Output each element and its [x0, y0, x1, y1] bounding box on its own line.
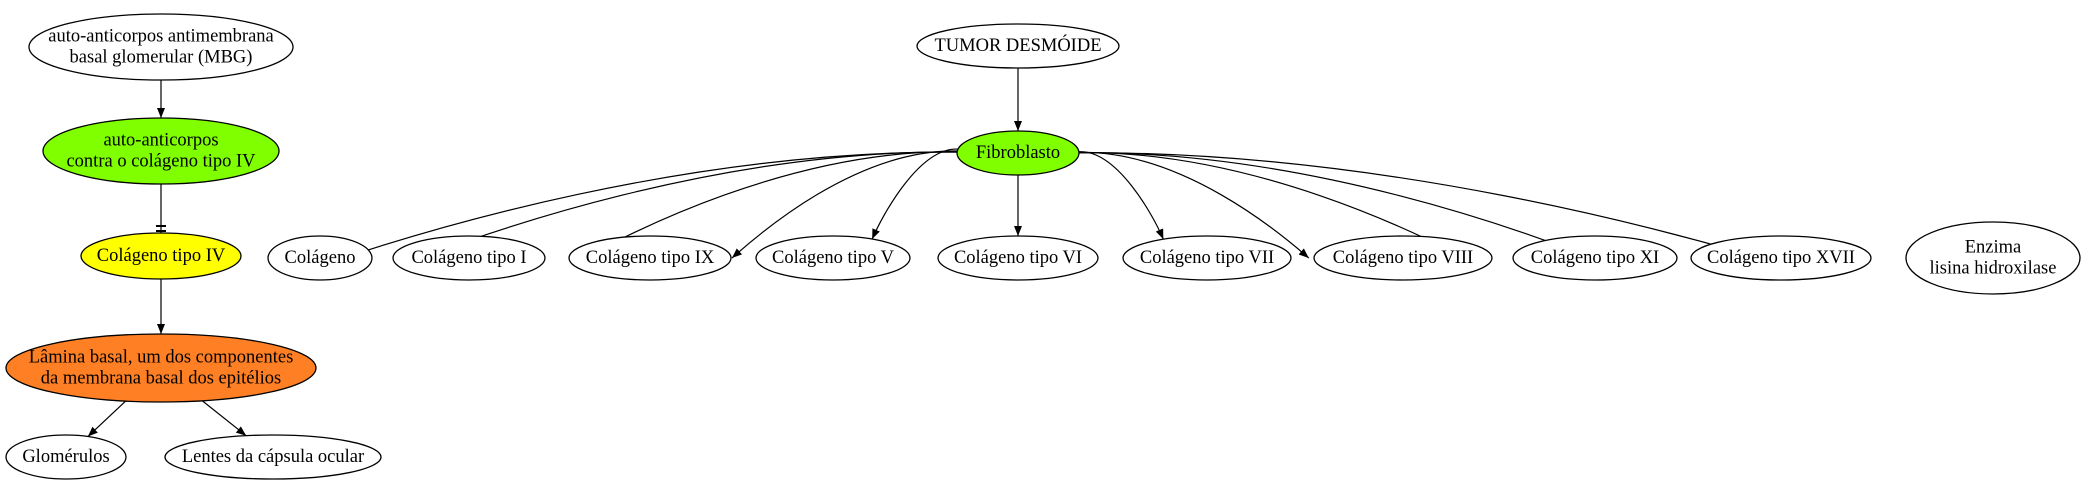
node-col7-shape — [1122, 235, 1292, 281]
node-fibroblasto-label-line-1: Fibroblasto — [976, 143, 1060, 163]
node-colageno-shape — [267, 235, 373, 281]
node-col1-label-line-1: Colágeno tipo I — [411, 248, 526, 268]
edge-fibroblasto-to-col4 — [349, 151, 958, 257]
node-col6: Colágeno tipo VI — [937, 235, 1099, 281]
node-col5: Colágeno tipo V — [755, 235, 911, 281]
node-mbg-label-line-1: auto-anticorpos antimembrana — [48, 27, 274, 47]
node-col11-shape — [1512, 235, 1678, 281]
node-colageno: Colágeno — [267, 235, 373, 281]
node-col5-shape — [755, 235, 911, 281]
node-col8: Colágeno tipo VIII — [1313, 235, 1493, 281]
node-tumor: TUMOR DESMÓIDE — [916, 23, 1120, 69]
node-col17: Colágeno tipo XVII — [1690, 235, 1872, 281]
node-enzima-label-line-1: Enzima — [1965, 238, 2022, 258]
node-col17-label-line-1: Colágeno tipo XVII — [1707, 248, 1855, 268]
node-col9-shape — [568, 235, 732, 281]
node-col6-label-line-1: Colágeno tipo VI — [954, 248, 1082, 268]
node-col4-shape — [80, 232, 242, 280]
node-lamina-label-line-1: Lâmina basal, um dos componentes — [29, 348, 294, 368]
node-lentes-label-line-1: Lentes da cápsula ocular — [182, 447, 364, 467]
node-col1-shape — [392, 235, 546, 281]
node-col11: Colágeno tipo XI — [1512, 235, 1678, 281]
node-mbg-label-line-2: basal glomerular (MBG) — [70, 48, 253, 68]
node-anti_col4-label-line-1: auto-anticorpos — [103, 131, 218, 151]
node-col6-shape — [937, 235, 1099, 281]
node-glomerulos-label-line-1: Glomérulos — [22, 447, 109, 467]
node-glomerulos-shape — [5, 434, 127, 480]
node-colageno-label-line-1: Colágeno — [285, 248, 356, 268]
node-col11-label-line-1: Colágeno tipo XI — [1531, 248, 1659, 268]
node-col7: Colágeno tipo VII — [1122, 235, 1292, 281]
node-tumor-label-line-1: TUMOR DESMÓIDE — [934, 34, 1101, 56]
edge-lamina-to-lentes — [201, 400, 247, 437]
node-anti_col4-label-line-2: contra o colágeno tipo IV — [66, 152, 256, 172]
node-col5-label-line-1: Colágeno tipo V — [772, 248, 895, 268]
node-anti_col4-shape — [42, 117, 280, 185]
edge-fibroblasto-to-col5 — [871, 148, 958, 240]
node-lentes: Lentes da cápsula ocular — [164, 434, 382, 480]
node-col17-shape — [1690, 235, 1872, 281]
node-enzima-label-line-2: lisina hidroxilase — [1930, 259, 2057, 279]
node-col4: Colágeno tipo IV — [80, 232, 242, 280]
edge-fibroblasto-to-col8 — [1078, 151, 1310, 259]
node-col8-shape — [1313, 235, 1493, 281]
node-mbg-shape — [28, 13, 294, 81]
node-fibroblasto: Fibroblasto — [956, 130, 1080, 176]
edge-lamina-to-glomerulos — [87, 400, 127, 437]
node-tumor-shape — [916, 23, 1120, 69]
node-col8-label-line-1: Colágeno tipo VIII — [1333, 248, 1473, 268]
node-col9: Colágeno tipo IX — [568, 235, 732, 281]
node-col1: Colágeno tipo I — [392, 235, 546, 281]
node-lentes-shape — [164, 434, 382, 480]
edge-fibroblasto-to-col7 — [1078, 151, 1164, 240]
node-enzima-shape — [1905, 221, 2081, 295]
node-col9-label-line-1: Colágeno tipo IX — [586, 248, 715, 268]
node-col7-label-line-1: Colágeno tipo VII — [1140, 248, 1274, 268]
node-fibroblasto-shape — [956, 130, 1080, 176]
node-lamina-label-line-2: da membrana basal dos epitélios — [41, 369, 281, 389]
node-glomerulos: Glomérulos — [5, 434, 127, 480]
node-col4-label-line-1: Colágeno tipo IV — [97, 246, 226, 266]
node-lamina-shape — [5, 333, 317, 403]
edge-fibroblasto-to-col9 — [731, 150, 958, 259]
